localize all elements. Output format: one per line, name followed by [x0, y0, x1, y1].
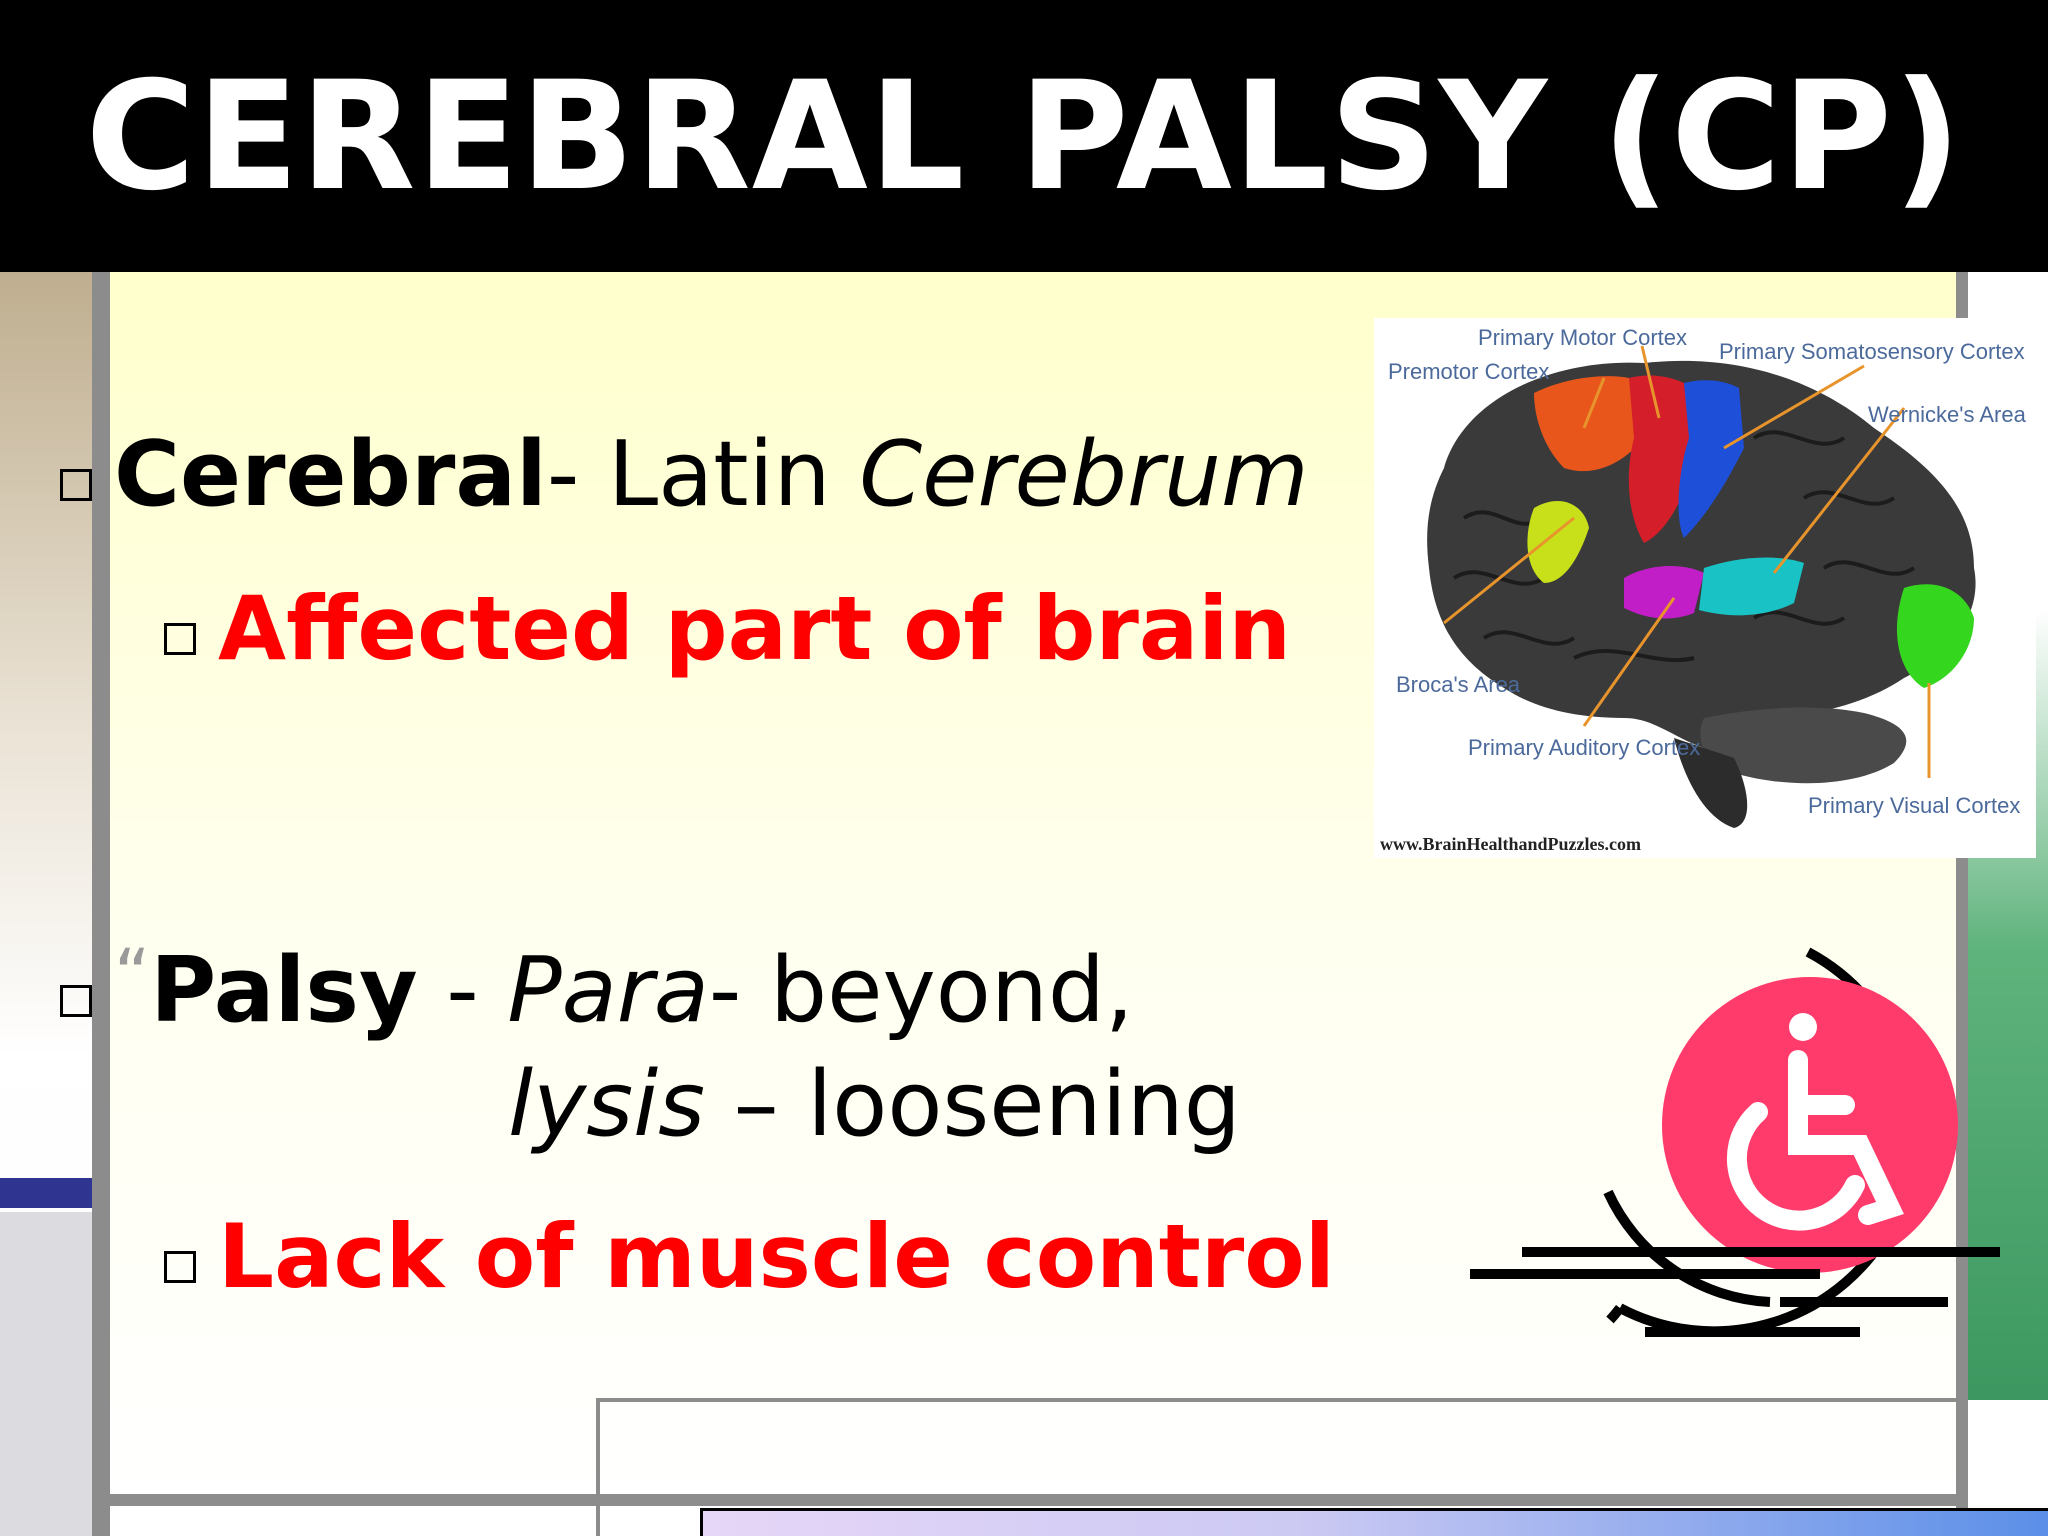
somatosensory-region: [1678, 380, 1744, 538]
motor-region: [1628, 375, 1694, 543]
label-primary-motor: Primary Motor Cortex: [1478, 325, 1687, 350]
label-visual: Primary Visual Cortex: [1808, 793, 2020, 818]
lysis-root: lysis: [508, 1052, 706, 1157]
bullet-cerebral: Cerebral- Latin Cerebrum: [60, 420, 1309, 530]
label-somatosensory: Primary Somatosensory Cortex: [1719, 339, 2025, 364]
open-quote: “: [114, 934, 151, 1016]
cerebral-meaning: Affected part of brain: [218, 577, 1292, 680]
left-blue-band: [0, 1178, 94, 1208]
inner-frame-rule-horizontal: [596, 1398, 1968, 1402]
title-bar: CEREBRAL PALSY (CP): [0, 0, 2048, 272]
lysis-meaning: – loosening: [705, 1052, 1241, 1157]
palsy-meaning: Lack of muscle control: [218, 1205, 1335, 1308]
brain-diagram: Primary Motor Cortex Premotor Cortex Pri…: [1374, 318, 2036, 858]
left-frame-rule: [92, 272, 110, 1536]
para-root: Para: [507, 938, 709, 1043]
term-cerebral: Cerebral: [114, 422, 547, 527]
label-broca: Broca's Area: [1396, 672, 1521, 697]
bottom-frame-rule: [110, 1494, 1968, 1506]
para-meaning: - beyond,: [708, 938, 1134, 1043]
bullet-box-icon: [164, 623, 196, 655]
sub-bullet-cerebral: Affected part of brain: [164, 574, 1291, 684]
slide-title: CEREBRAL PALSY (CP): [85, 50, 1963, 224]
brain-labels: Primary Motor Cortex Premotor Cortex Pri…: [1388, 325, 2027, 818]
visual-region: [1896, 584, 1974, 688]
left-grey-block: [0, 1212, 94, 1536]
auditory-region: [1624, 566, 1704, 619]
brain-source-credit: www.BrainHealthandPuzzles.com: [1380, 834, 1641, 854]
label-wernicke: Wernicke's Area: [1868, 402, 2027, 427]
wheelchair-icon: [1470, 947, 2000, 1337]
palsy-sep: -: [417, 938, 508, 1043]
bullet-box-icon: [164, 1251, 196, 1283]
broca-region: [1527, 500, 1589, 583]
premotor-region: [1534, 376, 1644, 472]
latin-cerebrum: Cerebrum: [859, 422, 1309, 527]
label-pointers: [1443, 345, 1931, 778]
wernicke-region: [1699, 557, 1804, 616]
inner-frame-rule-vertical: [596, 1398, 600, 1536]
cerebral-sep: - Latin: [546, 422, 860, 527]
term-palsy: Palsy: [150, 938, 418, 1043]
bullet-box-icon: [60, 985, 92, 1017]
sub-bullet-palsy: Lack of muscle control: [164, 1202, 1335, 1312]
bottom-gradient-bar: [700, 1508, 2048, 1536]
bullet-box-icon: [60, 469, 92, 501]
brainstem-shape: [1674, 738, 1748, 828]
label-auditory: Primary Auditory Cortex: [1468, 735, 1700, 760]
palsy-lysis-line: lysis – loosening: [508, 1050, 1241, 1160]
label-premotor: Premotor Cortex: [1388, 359, 1549, 384]
cerebellum-shape: [1700, 707, 1907, 784]
bullet-palsy: “Palsy - Para- beyond,: [60, 920, 1134, 1046]
